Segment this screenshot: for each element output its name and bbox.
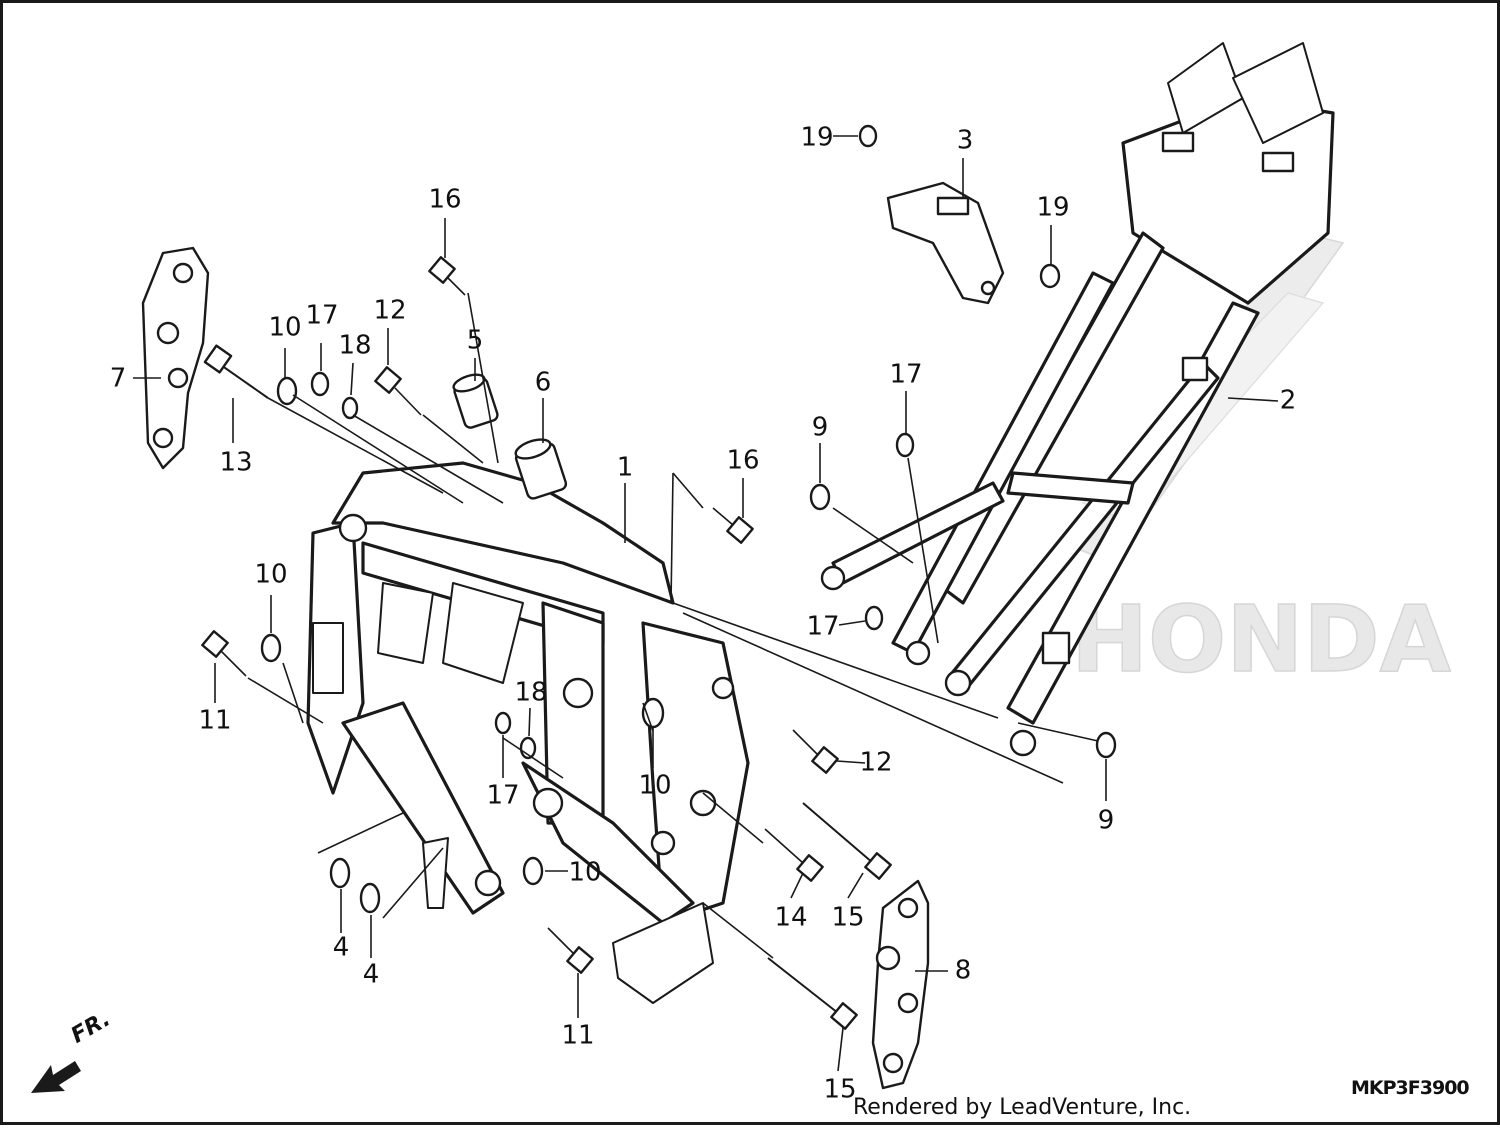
collar-6	[514, 438, 568, 500]
bolt-11-left	[201, 630, 247, 677]
nut-17-c	[895, 432, 915, 458]
bolts	[201, 256, 892, 1030]
leader-lines	[133, 135, 1279, 1072]
washer-4-a	[329, 857, 351, 889]
callout-15-b: 15	[823, 1075, 856, 1105]
callout-9-b: 9	[1098, 806, 1115, 836]
front-direction-arrow-icon	[31, 1061, 81, 1093]
washer-18-a	[341, 396, 359, 420]
callout-19-a: 19	[800, 123, 833, 153]
nut-17-d	[864, 605, 884, 631]
callout-3: 3	[957, 126, 974, 156]
callout-4-a: 4	[333, 933, 350, 963]
callout-17-c: 17	[806, 612, 839, 642]
callout-10-a: 10	[268, 313, 301, 343]
engine-hanger-plate-part-8	[871, 879, 930, 1090]
callout-numbers: 1 2 3 4 4 5 6 7 8 9 9 10 10 10 10 11 11 …	[110, 123, 1297, 1105]
callout-4-b: 4	[363, 960, 380, 990]
callout-16-a: 16	[428, 185, 461, 215]
bolt-19-a	[858, 124, 878, 148]
rear-subframe-part-2	[820, 42, 1335, 757]
washer-10-c	[641, 697, 665, 729]
callout-7: 7	[110, 364, 127, 394]
collar-5	[452, 373, 499, 429]
callout-10-b: 10	[254, 560, 287, 590]
nuts-and-washers	[260, 124, 1117, 914]
collars	[452, 373, 568, 500]
callout-10-c: 10	[638, 771, 671, 801]
bolt-15-lower	[767, 957, 858, 1030]
bolt-16-upper	[428, 256, 466, 296]
nut-9-a	[809, 483, 831, 511]
callout-8: 8	[955, 956, 972, 986]
callout-17-b: 17	[889, 360, 922, 390]
render-credit: Rendered by LeadVenture, Inc.	[853, 1095, 1192, 1120]
callout-1: 1	[617, 453, 634, 483]
callout-13: 13	[219, 448, 252, 478]
callout-12-b: 12	[859, 748, 892, 778]
callout-10-d: 10	[568, 858, 601, 888]
nut-17-a	[310, 371, 330, 397]
bolt-14	[764, 828, 824, 882]
frame-body-exploded-view: HONDA	[31, 42, 1452, 1105]
callout-17-d: 17	[486, 781, 519, 811]
bolt-11-bottom	[547, 927, 594, 974]
callout-14: 14	[774, 903, 807, 933]
bolt-12-lower	[792, 729, 839, 774]
bolt-15-upper	[802, 802, 892, 880]
washer-10-a	[276, 376, 298, 406]
watermark-text: HONDA	[1071, 586, 1451, 693]
callout-18-a: 18	[338, 331, 371, 361]
callout-16-b: 16	[726, 446, 759, 476]
nut-17-b	[494, 711, 512, 735]
callout-11-a: 11	[198, 706, 231, 736]
callout-5: 5	[467, 326, 484, 356]
callout-18-b: 18	[514, 678, 547, 708]
callout-6: 6	[535, 368, 552, 398]
bolt-16-lower	[712, 507, 754, 544]
bolt-19-b	[1039, 263, 1061, 289]
diagram-code: MKP3F3900	[1351, 1077, 1470, 1099]
washer-10-b	[260, 633, 282, 663]
bolt-12-upper	[374, 366, 422, 416]
bolt-13	[203, 344, 269, 399]
main-frame-part-1	[306, 461, 750, 1004]
callout-9-a: 9	[812, 413, 829, 443]
bracket-part-3	[886, 181, 1005, 305]
callout-19-b: 19	[1036, 193, 1069, 223]
engine-hanger-plate-part-7	[141, 246, 210, 470]
callout-15-a: 15	[831, 903, 864, 933]
callout-2: 2	[1280, 386, 1297, 416]
callout-12-a: 12	[373, 296, 406, 326]
nut-9-b	[1095, 731, 1117, 759]
washer-10-d	[522, 856, 544, 886]
callout-17-a: 17	[305, 301, 338, 331]
washer-4-b	[359, 882, 381, 914]
callout-11-b: 11	[561, 1021, 594, 1051]
